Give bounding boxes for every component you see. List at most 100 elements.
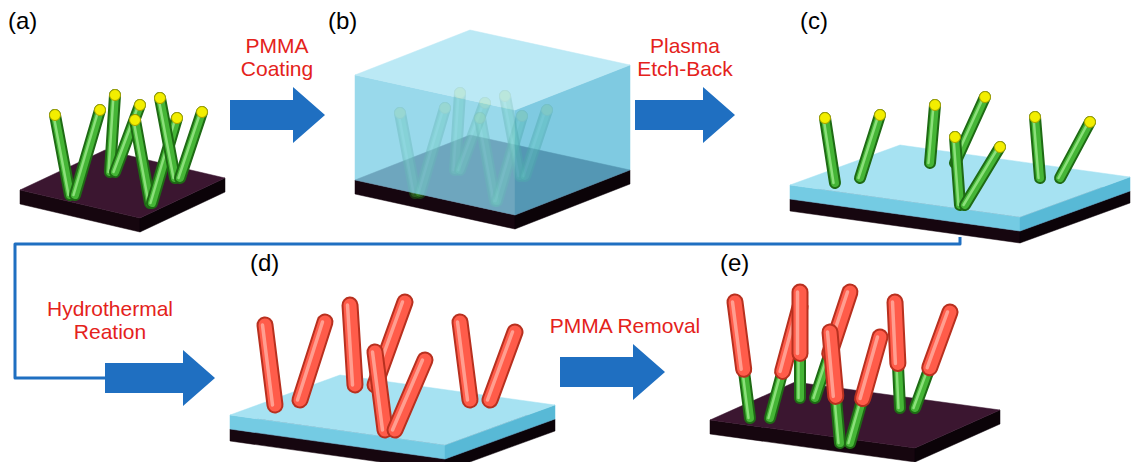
rod [859,110,886,179]
panel-letter: (a) [8,8,37,34]
shell-edge [300,322,325,400]
shell-body [863,337,880,398]
catalyst-tip [980,92,991,103]
nanowire-shine [824,118,834,183]
rod [393,360,426,430]
catalyst-tip [950,132,961,143]
shell-edge [395,360,425,430]
rod [798,292,801,398]
rod [893,302,901,408]
nanowire-shine [1034,117,1039,178]
block-arrow [560,344,665,400]
shell-shine [263,325,273,405]
nanowire-shine [859,115,879,178]
catalyst-tip [1085,117,1096,128]
shell-edge [490,332,515,400]
rod [298,322,326,400]
catalyst-tip [50,110,61,121]
block-arrow [635,87,735,143]
panel-letter: (c) [800,8,828,34]
nanowire-edge [180,112,202,178]
nanowire-edge [135,120,150,203]
shell-shine [927,312,947,368]
shell-shine [893,302,896,363]
nanowire-body [180,112,202,178]
rod [50,110,71,196]
shell-body [930,312,950,368]
rod [179,107,208,179]
rod [155,93,176,179]
rod [849,337,881,443]
process-panel: (c) [735,5,1140,237]
catalyst-tip [95,105,106,116]
rod [733,302,751,418]
rod [130,115,151,204]
shell-shine [393,360,423,430]
catalyst-tip [155,93,166,104]
process-arrow [635,87,735,143]
catalyst-tip [110,90,121,101]
shell-shine [733,302,742,369]
nanowire-body [860,115,880,178]
nanowire-body [160,98,175,178]
block-arrow [230,87,325,143]
panel-letter: (d) [250,250,279,276]
catalyst-tip [995,142,1006,153]
nanowire-edge [75,110,100,195]
step-label: Hydrothermal Reation [40,297,180,344]
nanowire-body [55,115,70,195]
shell-shine [796,292,800,353]
step-label: PMMA Coating [222,34,332,81]
rod [1059,117,1096,179]
block-arrow [105,350,215,406]
nanowire-edge [55,115,70,195]
nanowire-body [135,120,150,203]
nanowire-body [825,118,835,183]
nanowire-edge [825,118,835,183]
rod [373,352,386,430]
process-arrow [230,87,325,143]
nanowire-edge [1060,122,1090,178]
rod [950,132,961,206]
nanowire-body [965,147,1000,205]
nanowire-shine [179,112,201,178]
shell-shine [488,332,513,400]
catalyst-tip [172,113,183,124]
shell-edge [863,337,880,398]
nanowire-edge [860,115,880,178]
shell-shine [458,322,468,400]
nanowire-shine [964,147,999,205]
shell-shine [828,332,834,396]
rod [488,332,516,400]
shell-shine [373,352,383,430]
rod [820,113,836,184]
catalyst-tip [1030,112,1041,123]
panel-letter: (e) [720,250,749,276]
nanowire-shine [1059,122,1089,178]
catalyst-tip [930,100,941,111]
rod [458,322,471,400]
nanowire-shine [954,137,959,205]
shell-body [395,360,425,430]
catalyst-tip [130,115,141,126]
process-panel: (d) [215,250,560,460]
catalyst-tip [875,110,886,121]
rod [348,305,356,385]
nanowire-body [75,110,100,195]
pmma-block-top [355,30,630,110]
catalyst-tip [820,113,831,124]
process-panel: (e) [665,250,1005,460]
process-panel: (a) [5,5,230,237]
shell-edge [792,292,809,353]
nanowire-shine [74,110,99,195]
nanowire-edge [160,98,175,178]
shell-shine [298,322,323,400]
shell-body [300,322,325,400]
nanowire-shine [159,98,174,178]
rod [964,142,1006,206]
rod [74,105,106,196]
nanowire-edge [965,147,1000,205]
rod [814,292,851,398]
catalyst-tip [197,107,208,118]
